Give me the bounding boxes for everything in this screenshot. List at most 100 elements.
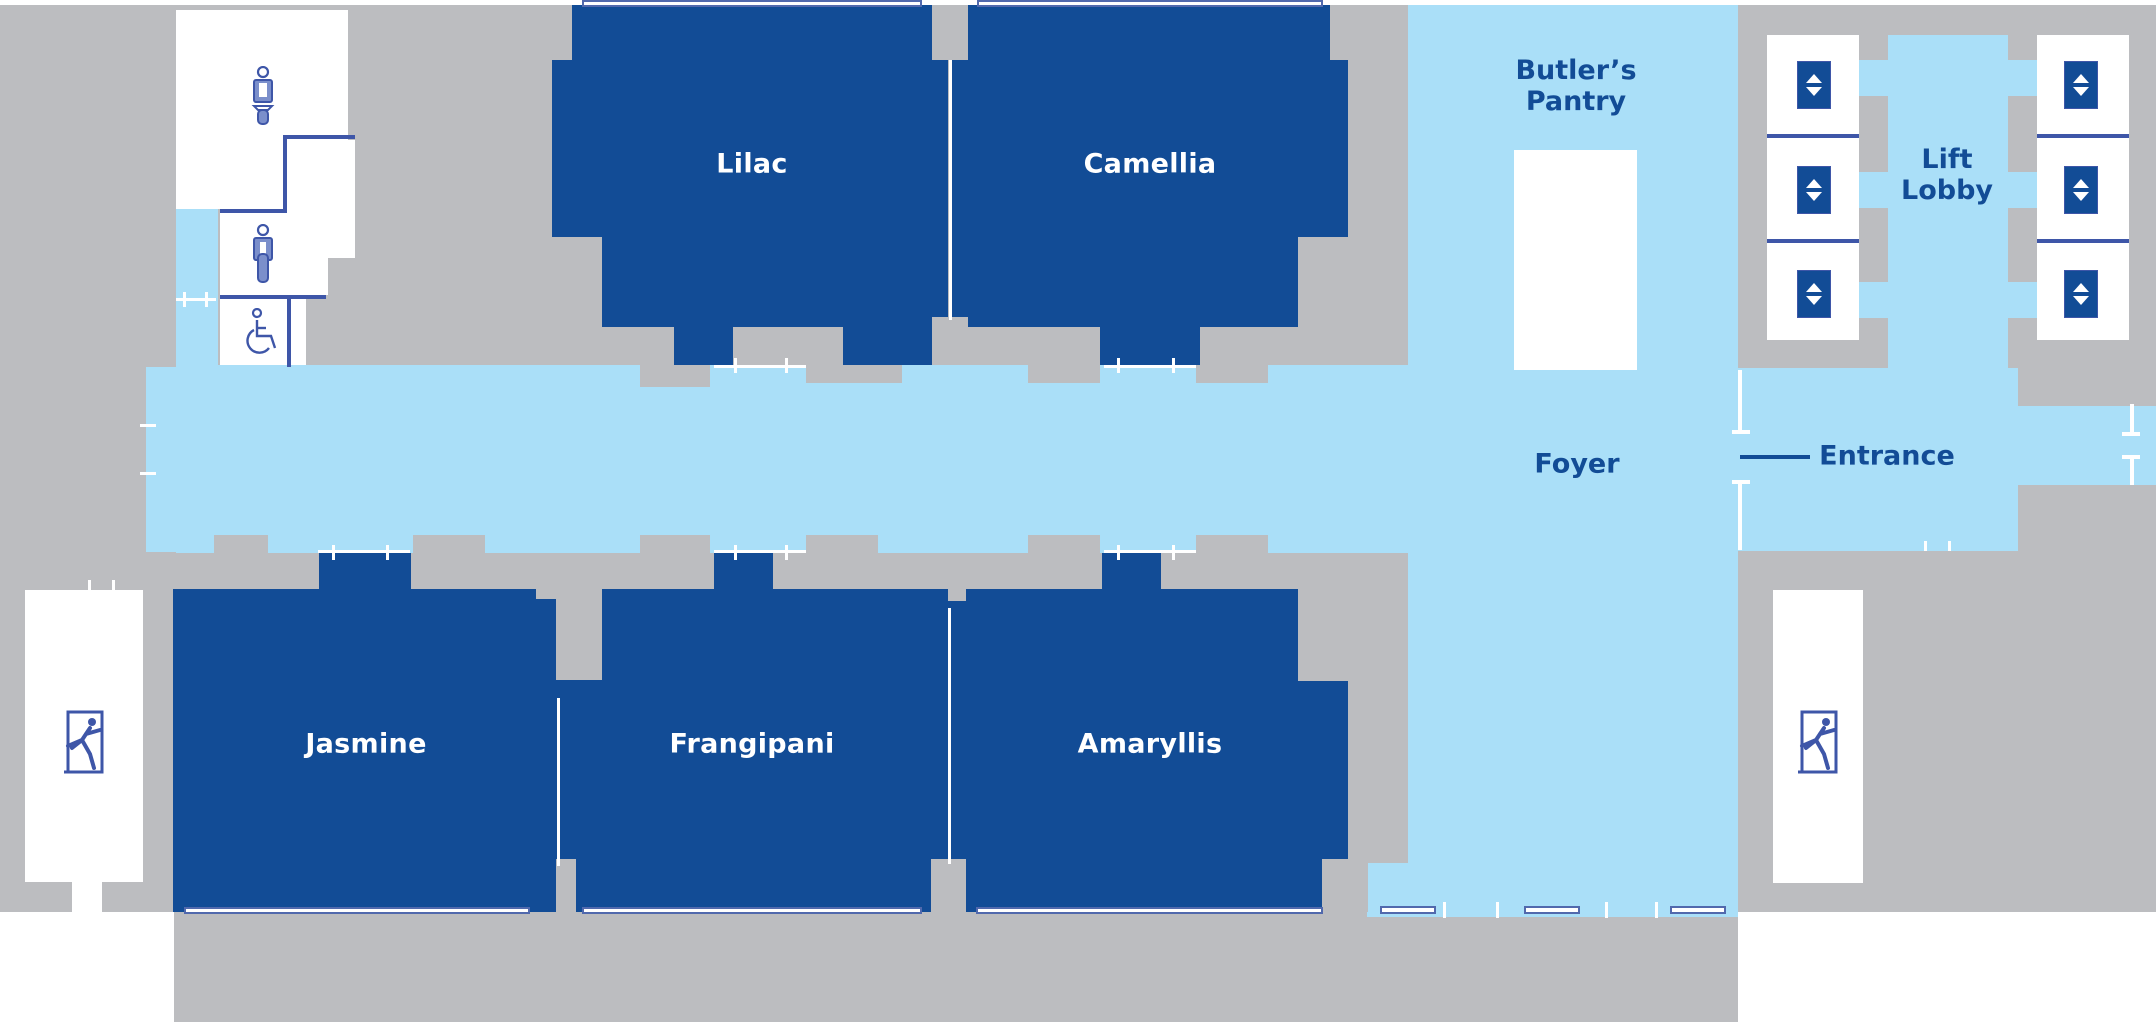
door-mark [112,580,115,592]
column [931,859,948,912]
column [733,327,843,365]
lift-icon [2064,270,2098,318]
lift-lobby-area [1888,35,2008,370]
room-jasmine[interactable] [173,553,556,912]
wall-notch [806,365,902,383]
door-mark [140,424,156,427]
lift-lobby-bay-r3 [2005,282,2037,318]
area-label-foyer: Foyer [1534,448,1620,480]
lift-icon [2064,61,2098,109]
male-toilet-icon [253,224,273,283]
door-mark [714,550,806,553]
door-mark [714,365,806,368]
lift-lobby-bay-l3 [1857,282,1891,318]
column [556,859,576,912]
room-frangipani[interactable] [556,553,948,912]
column [1322,859,1348,912]
lift-divider [2037,134,2129,138]
column [1298,237,1348,327]
foyer-west-wall [1348,863,1368,912]
room-label-camellia: Camellia [1083,148,1217,180]
column [556,553,714,589]
operable-wall [557,698,560,866]
door-mark [140,472,156,475]
room-lilac[interactable] [552,5,948,365]
column [602,327,674,365]
female-toilet-icon [251,66,275,125]
room-label-lilac: Lilac [716,148,788,180]
door-mark [183,292,186,307]
pantry-bench [1514,150,1637,370]
toilet-partition [285,135,355,139]
door-mark [1104,550,1196,553]
outside-southwest [0,912,174,1022]
accessible-toilet-room [220,297,306,365]
toilet-partition [220,209,287,213]
toilet-partition [283,135,287,213]
corridor-top-extension [176,365,1376,373]
foyer-door-mark [1655,902,1658,918]
lift-lobby-bay-l1 [1857,60,1891,96]
lift-lobby-bay-r1 [2005,60,2037,96]
lift-icon [1797,61,1831,109]
door-mark [734,545,737,560]
door-mark [176,298,216,301]
wall-notch [640,535,710,555]
room-label-frangipani: Frangipani [669,728,835,760]
column [1298,589,1348,681]
wall-notch [806,535,878,555]
door-mark [88,580,91,592]
lift-lobby-bay-r2 [2005,172,2037,208]
room-camellia[interactable] [952,5,1348,365]
entrance-door-frame [2130,404,2134,434]
room-label-jasmine: Jasmine [305,728,427,760]
fire-stair-west-door [72,880,102,912]
door-mark [1117,358,1120,373]
toilet-partition [220,295,326,299]
operable-wall [949,60,952,320]
entrance-pointer-line [1740,455,1810,459]
toilet-partition [287,299,291,367]
door-mark [386,545,389,560]
wall-notch [640,365,710,387]
area-label-lift-lobby: Lift Lobby [1900,144,1994,206]
column [536,589,556,599]
column [948,553,1102,589]
outside-southeast [1738,913,2156,1022]
emergency-exit-icon [64,710,104,774]
column [932,5,948,60]
lift-icon [2064,166,2098,214]
accessible-toilet-icon [246,308,277,354]
wall-notch [1196,535,1268,555]
entrance-door-frame [1738,370,1742,432]
entrance-door-frame [2130,457,2134,485]
column [968,327,1100,365]
wall-notch [413,535,485,555]
entrance-outer [2018,406,2156,485]
room-amaryllis[interactable] [948,553,1348,912]
column [173,553,319,589]
column [1161,553,1348,589]
emergency-exit-icon [1798,710,1838,774]
wall-notch [214,535,268,555]
wall-notch [1028,365,1100,383]
area-label-entrance: Entrance [1819,440,1955,472]
door-mark [318,550,410,553]
window [582,0,922,7]
lift-divider [2037,239,2129,243]
lift-divider [1767,239,1859,243]
window [976,907,1323,914]
lift-lobby-bay-l2 [1857,172,1891,208]
column [932,317,948,365]
wall-notch [1028,535,1100,555]
entrance-door-frame [1738,482,1742,550]
column [1330,5,1348,60]
lift-icon [1797,270,1831,318]
door-mark [785,545,788,560]
window [1670,906,1726,914]
entrance-door-frame [1732,430,1750,434]
door-mark [1924,541,1927,551]
window [1380,906,1436,914]
building-south-wing [174,912,1738,1022]
toilet-corridor [176,209,218,369]
